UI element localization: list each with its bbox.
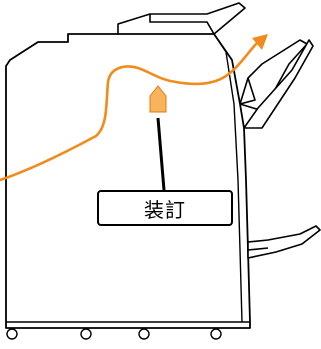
staple-callout-label: 装訂 [97, 190, 233, 226]
finisher-cabinet [5, 33, 251, 329]
arrow-head-icon [252, 34, 268, 50]
pentagon-marker-icon [149, 85, 167, 113]
caster-wheel [6, 328, 18, 340]
lower-right-tray [247, 225, 321, 259]
upper-right-tray [239, 39, 314, 129]
callout-leader-line [156, 117, 166, 191]
caster-wheel [138, 328, 150, 340]
paper-path-line [0, 40, 260, 182]
caster-wheel [210, 328, 222, 340]
cabinet-side-line [213, 33, 243, 323]
casters [6, 328, 222, 340]
caster-wheel [80, 328, 92, 340]
